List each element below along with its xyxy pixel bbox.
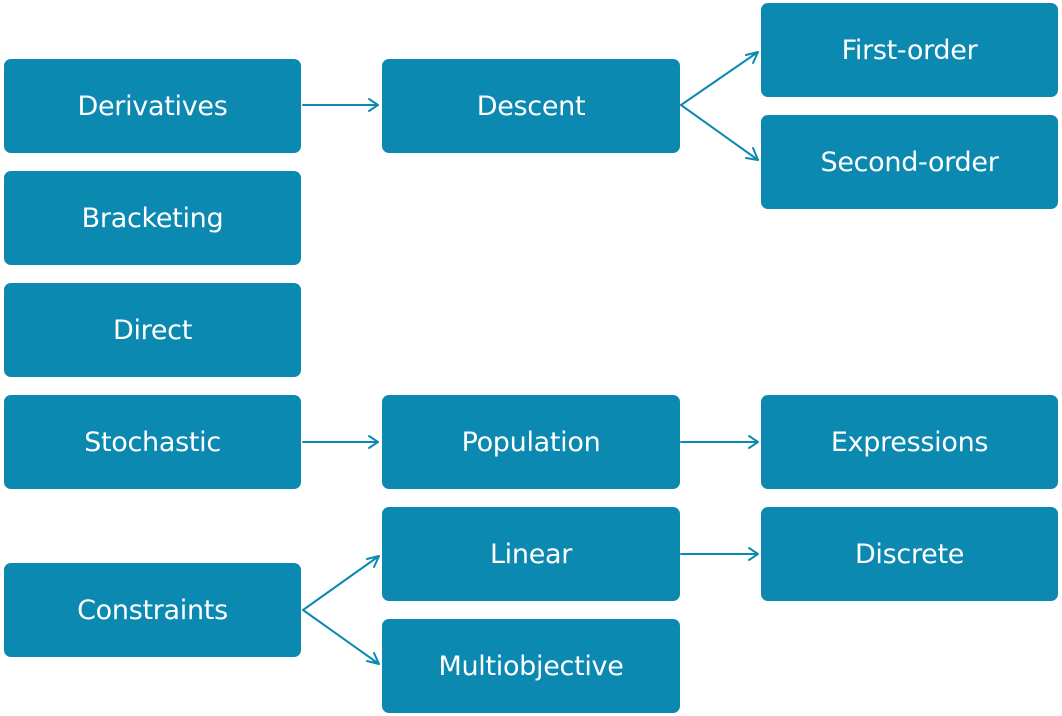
node-derivatives: Derivatives (4, 59, 301, 153)
node-stochastic: Stochastic (4, 395, 301, 489)
node-multiobjective: Multiobjective (382, 619, 680, 713)
node-population: Population (382, 395, 680, 489)
edge-constraints-to-multiobjective (302, 609, 380, 665)
edge-derivatives-to-descent (302, 98, 379, 112)
node-discrete: Discrete (761, 507, 1058, 601)
node-bracketing: Bracketing (4, 171, 301, 265)
node-direct: Direct (4, 283, 301, 377)
node-expressions: Expressions (761, 395, 1058, 489)
edge-stochastic-to-population (302, 435, 379, 449)
edge-population-to-expressions (680, 435, 759, 449)
edge-descent-to-first-order (680, 51, 759, 106)
node-constraints: Constraints (4, 563, 301, 657)
node-descent: Descent (382, 59, 680, 153)
node-linear: Linear (382, 507, 680, 601)
edge-constraints-to-linear (302, 555, 380, 611)
node-first-order: First-order (761, 3, 1058, 97)
node-second-order: Second-order (761, 115, 1058, 209)
edge-linear-to-discrete (680, 547, 759, 561)
edge-descent-to-second-order (680, 104, 759, 161)
